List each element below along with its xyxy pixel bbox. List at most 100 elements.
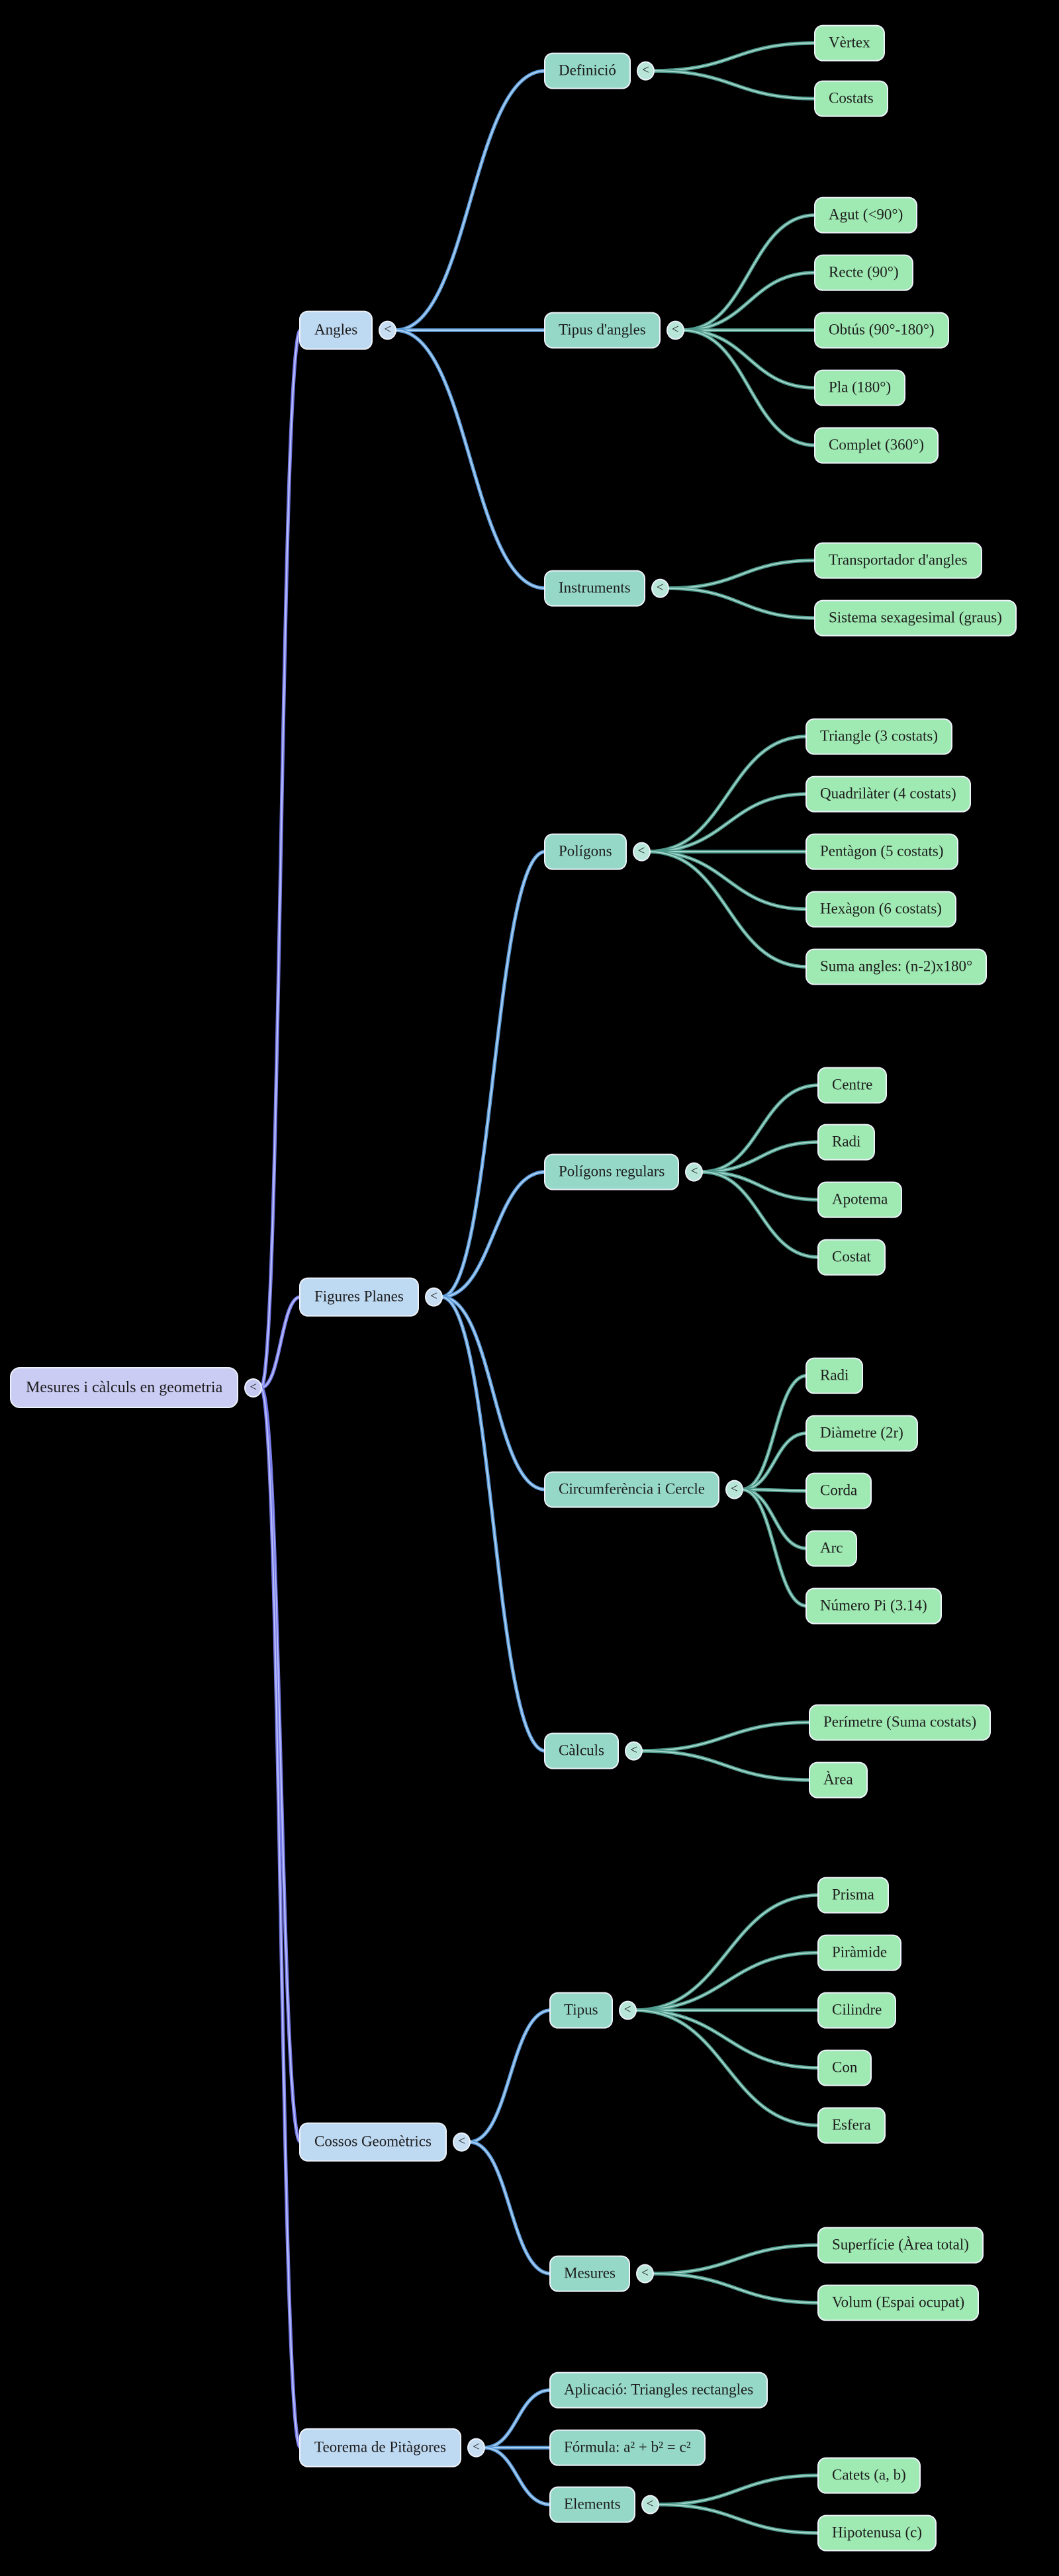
node-label-costats[interactable]: Costats <box>814 80 888 117</box>
mindmap-node-diametre: Diàmetre (2r) <box>806 1415 918 1452</box>
collapse-toggle-root[interactable]: < <box>244 1378 263 1398</box>
mindmap-node-cossos: Cossos Geomètrics< <box>299 2122 471 2162</box>
node-label-transportador[interactable]: Transportador d'angles <box>814 542 982 579</box>
link-core-tipus-con <box>634 2010 819 2068</box>
node-label-cossos[interactable]: Cossos Geomètrics <box>299 2122 447 2162</box>
link-core-definicio-vertex <box>652 42 816 71</box>
node-label-obtus[interactable]: Obtús (90°-180°) <box>814 312 949 349</box>
link-core-root-figures-planes <box>260 1296 301 1388</box>
link-core-teorema-aplicacio <box>483 2389 551 2448</box>
node-label-figures-planes[interactable]: Figures Planes <box>299 1277 419 1317</box>
link-core-instruments-transportador <box>667 560 816 589</box>
collapse-toggle-calculs[interactable]: < <box>625 1741 643 1761</box>
mindmap-node-piramide: Piràmide <box>817 1934 902 1971</box>
collapse-toggle-tipus-angles[interactable]: < <box>666 320 684 340</box>
link-core-poligons-hexagon <box>648 851 807 910</box>
collapse-toggle-cossos[interactable]: < <box>452 2132 471 2152</box>
node-label-agut[interactable]: Agut (<90°) <box>814 197 918 234</box>
link-core-poligons-regulars-costat <box>701 1171 819 1258</box>
node-label-hexagon[interactable]: Hexàgon (6 costats) <box>806 891 956 928</box>
node-label-cilindre[interactable]: Cilindre <box>817 1992 897 2029</box>
node-label-pentagon[interactable]: Pentàgon (5 costats) <box>806 833 958 870</box>
collapse-toggle-circumferencia[interactable]: < <box>725 1480 743 1499</box>
node-label-suma-angles[interactable]: Suma angles: (n-2)x180° <box>806 948 988 985</box>
node-label-superficie[interactable]: Superfície (Àrea total) <box>817 2227 984 2264</box>
node-label-calculs[interactable]: Càlculs <box>544 1732 619 1769</box>
collapse-toggle-mesures[interactable]: < <box>635 2264 654 2284</box>
collapse-toggle-angles[interactable]: < <box>379 320 397 340</box>
mindmap-node-elements: Elements < <box>549 2486 659 2523</box>
mindmap-node-superficie: Superfície (Àrea total) <box>817 2227 984 2264</box>
link-core-tipus-angles-recte <box>682 272 816 331</box>
node-label-aplicacio[interactable]: Aplicació: Triangles rectangles <box>549 2372 768 2409</box>
link-core-mesures-superficie <box>651 2244 819 2274</box>
mindmap-node-transportador: Transportador d'angles <box>814 542 982 579</box>
mindmap-node-prisma: Prisma <box>817 1877 889 1914</box>
node-label-prisma[interactable]: Prisma <box>817 1877 889 1914</box>
node-label-corda[interactable]: Corda <box>806 1472 872 1509</box>
collapse-toggle-instruments[interactable]: < <box>651 578 669 598</box>
node-label-vertex[interactable]: Vèrtex <box>814 24 885 62</box>
mindmap-node-recte: Recte (90°) <box>814 254 913 291</box>
node-label-piramide[interactable]: Piràmide <box>817 1934 902 1971</box>
collapse-toggle-definicio[interactable]: < <box>636 61 655 81</box>
node-label-apotema[interactable]: Apotema <box>817 1181 903 1218</box>
mindmap-node-instruments: Instruments < <box>544 570 669 607</box>
node-label-quadrilater[interactable]: Quadrilàter (4 costats) <box>806 776 971 813</box>
collapse-toggle-poligons-regulars[interactable]: < <box>685 1162 704 1182</box>
mindmap-node-poligons: Polígons< <box>544 833 651 870</box>
node-label-con[interactable]: Con <box>817 2049 872 2086</box>
mindmap-node-poligons-regulars: Polígons regulars< <box>544 1153 704 1190</box>
node-label-teorema[interactable]: Teorema de Pitàgores <box>299 2428 461 2467</box>
node-label-tipus[interactable]: Tipus <box>549 1992 613 2029</box>
node-label-esfera[interactable]: Esfera <box>817 2107 886 2144</box>
node-label-mesures[interactable]: Mesures <box>549 2255 630 2292</box>
node-label-costat[interactable]: Costat <box>817 1239 886 1276</box>
node-label-recte[interactable]: Recte (90°) <box>814 254 913 291</box>
node-label-pi[interactable]: Número Pi (3.14) <box>806 1587 942 1624</box>
mindmap-node-cilindre: Cilindre <box>817 1992 897 2029</box>
node-label-formula[interactable]: Fórmula: a² + b² = c² <box>549 2429 706 2466</box>
mindmap-node-hexagon: Hexàgon (6 costats) <box>806 891 956 928</box>
node-label-triangle[interactable]: Triangle (3 costats) <box>806 718 953 755</box>
node-label-instruments[interactable]: Instruments <box>544 570 645 607</box>
link-core-calculs-perimetre <box>641 1722 811 1752</box>
mindmap-node-formula: Fórmula: a² + b² = c² <box>549 2429 706 2466</box>
node-label-elements[interactable]: Elements <box>549 2486 635 2523</box>
link-core-poligons-regulars-centre <box>701 1085 819 1173</box>
node-label-radi2[interactable]: Radi <box>806 1357 864 1394</box>
mindmap-node-apotema: Apotema <box>817 1181 903 1218</box>
mindmap-node-mesures: Mesures< <box>549 2255 654 2292</box>
node-label-arc[interactable]: Arc <box>806 1530 858 1567</box>
collapse-toggle-teorema[interactable]: < <box>467 2438 485 2458</box>
node-label-diametre[interactable]: Diàmetre (2r) <box>806 1415 918 1452</box>
node-label-pla[interactable]: Pla (180°) <box>814 369 906 406</box>
node-label-poligons-regulars[interactable]: Polígons regulars <box>544 1153 680 1190</box>
collapse-toggle-tipus[interactable]: < <box>618 2000 637 2020</box>
node-label-tipus-angles[interactable]: Tipus d'angles <box>544 312 661 349</box>
mindmap-node-hipotenusa: Hipotenusa (c) <box>817 2514 937 2552</box>
node-label-area[interactable]: Àrea <box>809 1761 868 1799</box>
node-label-perimetre[interactable]: Perímetre (Suma costats) <box>809 1704 991 1741</box>
node-label-poligons[interactable]: Polígons <box>544 833 627 870</box>
node-label-centre[interactable]: Centre <box>817 1067 888 1104</box>
link-core-figures-planes-circumferencia <box>440 1296 546 1490</box>
collapse-toggle-poligons[interactable]: < <box>632 842 651 862</box>
mindmap-node-suma-angles: Suma angles: (n-2)x180° <box>806 948 988 985</box>
node-label-sexagesimal[interactable]: Sistema sexagesimal (graus) <box>814 600 1017 637</box>
node-label-catets[interactable]: Catets (a, b) <box>817 2457 921 2494</box>
link-core-circumferencia-diametre <box>741 1433 807 1490</box>
node-label-volum[interactable]: Volum (Espai ocupat) <box>817 2284 980 2321</box>
link-core-cossos-tipus <box>468 2010 551 2143</box>
node-label-hipotenusa[interactable]: Hipotenusa (c) <box>817 2514 937 2552</box>
link-core-elements-catets <box>657 2475 819 2505</box>
node-label-complet[interactable]: Complet (360°) <box>814 427 939 464</box>
collapse-toggle-figures-planes[interactable]: < <box>424 1287 443 1307</box>
node-label-angles[interactable]: Angles <box>299 310 373 350</box>
node-label-definicio[interactable]: Definició <box>544 52 631 89</box>
node-label-root[interactable]: Mesures i càlculs en geometria <box>10 1367 239 1408</box>
collapse-toggle-elements[interactable]: < <box>641 2495 659 2514</box>
node-label-circumferencia[interactable]: Circumferència i Cercle <box>544 1471 719 1508</box>
node-label-radi[interactable]: Radi <box>817 1124 876 1161</box>
